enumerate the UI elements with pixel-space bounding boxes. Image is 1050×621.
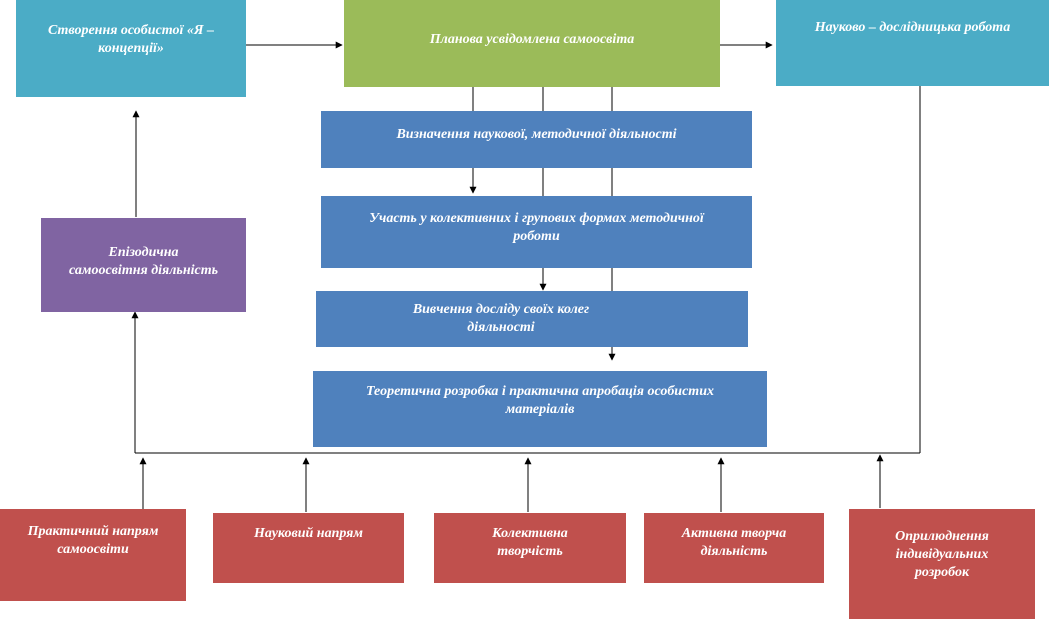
box-planned-label: Планова усвідомлена самоосвіта <box>429 31 635 47</box>
box-research-work: Науково – дослідницька робота <box>776 0 1049 86</box>
box-theoretical-label: Теоретична розробка і практична апробаці… <box>366 384 714 417</box>
box-publication-label: Оприлюднення індивідуальних розробок <box>895 529 989 580</box>
box-collective-label: Колективна творчість <box>492 526 568 559</box>
box-episodic-label: Епізодична самоосвітня діяльність <box>69 245 218 278</box>
box-active-creative: Активна творча діяльність <box>644 513 824 583</box>
box-episodic-activity: Епізодична самоосвітня діяльність <box>41 218 246 312</box>
box-scientific-direction: Науковий напрям <box>213 513 404 583</box>
box-participation: Участь у колективних і групових формах м… <box>321 196 752 268</box>
box-practical-direction: Практичний напрям самоосвіти <box>0 509 186 601</box>
box-practical-label: Практичний напрям самоосвіти <box>27 524 159 557</box>
box-research-label: Науково – дослідницька робота <box>814 20 1011 35</box>
box-self-concept: Створення особистої «Я – концепції» <box>16 0 246 97</box>
box-active-label: Активна творча діяльність <box>681 526 787 559</box>
box-participation-label: Участь у колективних і групових формах м… <box>369 211 704 244</box>
box-scientific-label: Науковий напрям <box>254 526 363 541</box>
box-studying-label: Вивчення досліду своїх колег діяльності <box>412 302 590 335</box>
box-self-concept-label: Створення особистої «Я – концепції» <box>47 22 215 56</box>
box-studying-colleagues: Вивчення досліду своїх колег діяльності <box>316 291 748 347</box>
box-publication: Оприлюднення індивідуальних розробок <box>849 509 1035 619</box>
box-defining-activity: Визначення наукової, методичної діяльнос… <box>321 111 752 168</box>
box-planned-self-education: Планова усвідомлена самоосвіта <box>344 0 720 87</box>
box-collective-creativity: Колективна творчість <box>434 513 626 583</box>
box-defining-label: Визначення наукової, методичної діяльнос… <box>396 126 677 142</box>
box-theoretical-development: Теоретична розробка і практична апробаці… <box>313 371 767 447</box>
